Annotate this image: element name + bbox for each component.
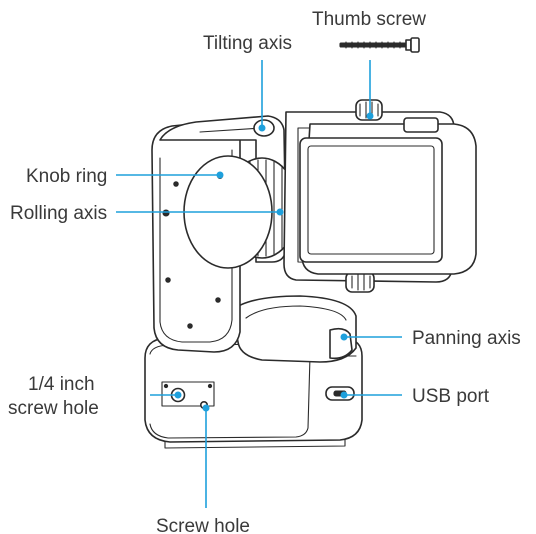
leader-dot-rolling-axis xyxy=(276,208,284,216)
labels: Thumb screw Tilting axis Knob ring Rolli… xyxy=(8,9,521,534)
label-panning-axis: Panning axis xyxy=(412,328,521,349)
label-screw-hole: Screw hole xyxy=(156,516,250,534)
label-quarter-inch-line1: 1/4 inch xyxy=(28,374,95,395)
leader-dot-thumb-screw xyxy=(366,112,374,120)
leader-dot-knob-ring xyxy=(216,171,224,179)
leader-lines xyxy=(116,60,402,508)
panning-arm xyxy=(231,295,357,363)
label-rolling-axis: Rolling axis xyxy=(10,203,107,224)
loose-thumb-screw xyxy=(339,37,420,53)
leader-dot-screw-hole xyxy=(202,404,210,412)
leader-dot-usb-port xyxy=(340,391,348,399)
label-usb-port: USB port xyxy=(412,386,490,407)
label-quarter-inch-line2: screw hole xyxy=(8,398,99,419)
leader-dot-quarter-inch-hole xyxy=(174,391,182,399)
action-camera xyxy=(299,117,477,275)
label-thumb-screw: Thumb screw xyxy=(312,9,426,30)
label-knob-ring: Knob ring xyxy=(26,166,107,187)
label-tilting-axis: Tilting axis xyxy=(203,33,292,54)
leader-dot-panning-axis xyxy=(340,333,348,341)
leader-dot-tilting-axis xyxy=(258,124,266,132)
